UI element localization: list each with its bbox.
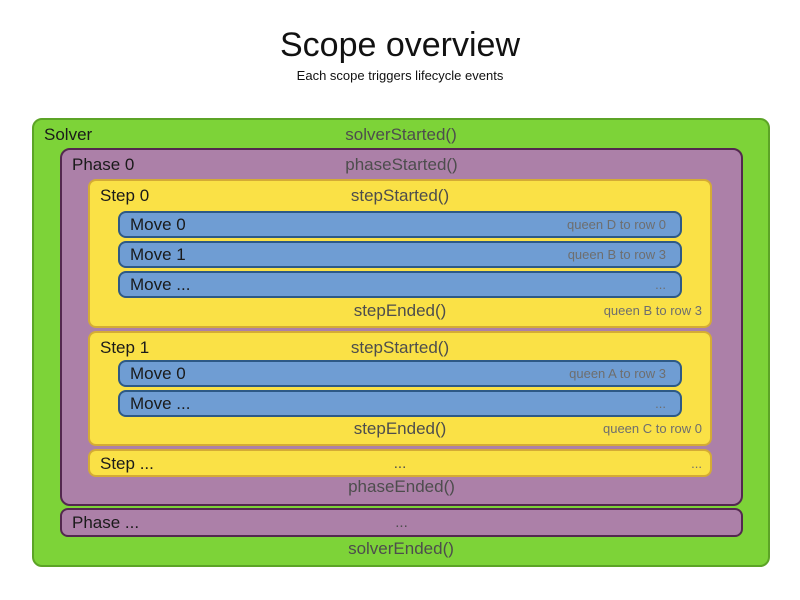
step-more-label: Step ...: [100, 454, 154, 473]
move-label: Move 0: [130, 363, 186, 383]
step-more-right-ellipsis: ...: [691, 456, 702, 471]
step0-move-more-box: Move ... ...: [118, 271, 682, 298]
step0-footer: stepEnded() queen B to row 3: [90, 298, 710, 324]
step0-move1-box: Move 1 queen B to row 3: [118, 241, 682, 268]
step0-scope-box: Step 0 stepStarted() Move 0 queen D to r…: [88, 179, 712, 328]
step-more-row: Step ... ... ...: [90, 451, 710, 475]
step1-started-event: stepStarted(): [350, 338, 450, 357]
move-annotation: queen A to row 3: [569, 366, 666, 381]
step1-move0-box: Move 0 queen A to row 3: [118, 360, 682, 387]
move-annotation: queen D to row 0: [566, 217, 666, 232]
solver-label: Solver: [44, 125, 93, 144]
move-label: Move 1: [130, 244, 186, 264]
move-annotation: ...: [655, 277, 666, 292]
step0-header: Step 0 stepStarted(): [90, 183, 710, 209]
step1-label: Step 1: [100, 338, 150, 357]
phase-more-row: Phase ... ...: [62, 510, 741, 535]
page-subtitle: Each scope triggers lifecycle events: [296, 68, 504, 83]
move-annotation: ...: [655, 396, 666, 411]
solver-header: Solver solverStarted(): [34, 122, 768, 148]
solver-scope-box: Solver solverStarted() Phase 0 phaseStar…: [32, 118, 770, 567]
phase-more-ellipsis: ...: [395, 514, 408, 531]
step0-ended-annotation: queen B to row 3: [603, 303, 702, 318]
step0-move0-box: Move 0 queen D to row 0: [118, 211, 682, 238]
phase-more-label: Phase ...: [72, 513, 140, 532]
page-title: Scope overview: [279, 26, 520, 64]
solver-started-event: solverStarted(): [345, 125, 457, 144]
step1-ended-annotation: queen C to row 0: [602, 421, 702, 436]
move-label: Move ...: [130, 393, 191, 413]
solver-ended-row: solverEnded(): [34, 536, 768, 562]
step1-scope-box: Step 1 stepStarted() Move 0 queen A to r…: [88, 331, 712, 446]
step-more-ellipsis: ...: [393, 455, 407, 472]
phase-more-box: Phase ... ...: [60, 508, 743, 537]
phase-ended-event: phaseEnded(): [348, 477, 455, 496]
step0-ended-event: stepEnded(): [353, 301, 447, 320]
phase0-label: Phase 0: [72, 155, 135, 174]
step1-ended-event: stepEnded(): [353, 419, 447, 438]
step1-header: Step 1 stepStarted(): [90, 335, 710, 361]
phase-started-event: phaseStarted(): [345, 155, 458, 174]
step-more-box: Step ... ... ...: [88, 449, 712, 477]
step0-label: Step 0: [100, 186, 150, 205]
step1-move-more-box: Move ... ...: [118, 390, 682, 417]
move-annotation: queen B to row 3: [567, 247, 666, 262]
move-label: Move 0: [130, 214, 186, 234]
solver-ended-event: solverEnded(): [348, 539, 454, 558]
phase0-scope-box: Phase 0 phaseStarted() Step 0 stepStarte…: [60, 148, 743, 506]
move-label: Move ...: [130, 274, 191, 294]
phase-ended-row: phaseEnded(): [62, 474, 741, 500]
step1-footer: stepEnded() queen C to row 0: [90, 416, 710, 442]
step0-started-event: stepStarted(): [350, 186, 450, 205]
phase0-header: Phase 0 phaseStarted(): [62, 152, 741, 178]
